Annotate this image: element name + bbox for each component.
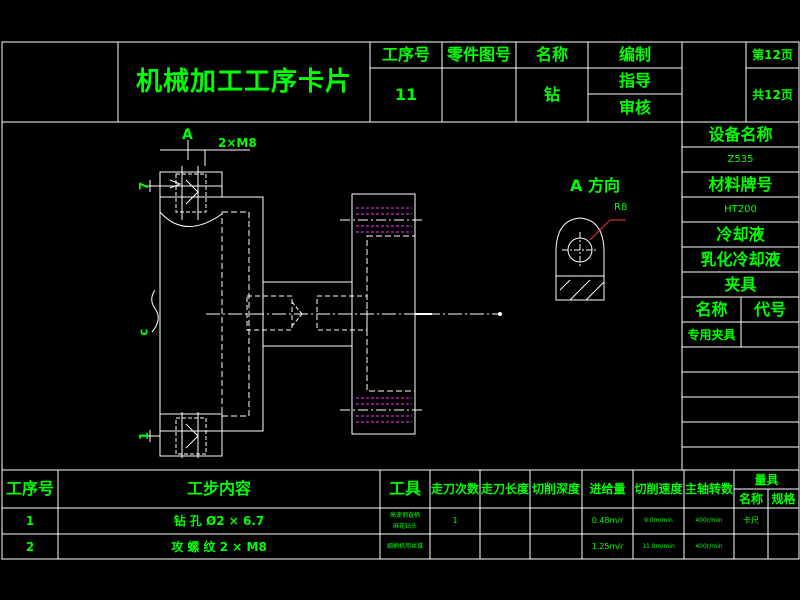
process-no-label: 工序号 — [381, 45, 430, 64]
view-direction-label: A 方向 — [570, 176, 620, 195]
part-drawing — [146, 140, 502, 458]
card-title: 机械加工工序卡片 — [135, 67, 352, 97]
col-cut-speed: 切削速度 — [634, 482, 683, 496]
col-gauge: 量具 — [754, 472, 779, 487]
col-gauge-spec: 规格 — [771, 491, 796, 506]
equipment-label: 设备名称 — [708, 124, 773, 144]
section-label-a: A — [182, 127, 193, 143]
coolant-value: 乳化冷却液 — [700, 249, 781, 269]
col-pass-length: 走刀长度 — [480, 482, 529, 496]
dim-bottom-label: 1 — [137, 431, 152, 441]
row1-step-no: 1 — [25, 514, 35, 528]
row2-cut-speed: 11.0m/min — [642, 542, 675, 550]
row2-content: 攻 螺 纹 2 × M8 — [171, 539, 267, 554]
fixture-name-value: 专用夹具 — [687, 327, 736, 342]
col-gauge-name: 名称 — [738, 491, 763, 506]
col-cut-depth: 切削深度 — [531, 482, 580, 496]
process-no-value: 11 — [394, 85, 418, 104]
row1-tool-line2: 麻花钻头 — [392, 522, 417, 530]
col-feed: 进给量 — [589, 482, 626, 496]
col-pass-count: 走刀次数 — [430, 482, 479, 496]
fixture-code-label: 代号 — [753, 299, 786, 319]
fixture-label: 夹具 — [724, 274, 757, 294]
guide-label: 指导 — [618, 71, 651, 90]
material-label: 材料牌号 — [708, 174, 773, 194]
row2-step-no: 2 — [25, 539, 35, 554]
name-label: 名称 — [535, 45, 568, 64]
row2-tool-line1: 细柄机用丝锥 — [386, 542, 423, 550]
row1-pass-count: 1 — [452, 516, 458, 525]
compiled-label: 编制 — [618, 45, 651, 64]
row1-spindle-speed: 400r/min — [695, 517, 723, 524]
row1-gauge-name: 卡尺 — [743, 516, 759, 525]
row1-tool-line1: 高速钢直柄 — [389, 511, 420, 519]
review-label: 审核 — [618, 98, 651, 117]
thread-label: 2×M8 — [218, 136, 257, 150]
hidden-thread-lines — [356, 207, 412, 423]
dim-top-label: 7 — [137, 181, 152, 191]
radius-label: R8 — [614, 202, 628, 213]
row1-content: 钻 孔 Ø2 × 6.7 — [173, 514, 265, 528]
col-spindle-speed: 主轴转数 — [684, 482, 733, 496]
dim-mid-label: c — [136, 328, 151, 336]
row1-cut-speed: 9.0m/min — [644, 517, 673, 524]
col-tool: 工具 — [388, 479, 421, 498]
page-total: 共12页 — [752, 88, 793, 102]
name-value: 钻 — [543, 85, 560, 104]
row2-feed: 1.25m/r — [591, 541, 624, 551]
material-value: HT200 — [724, 203, 757, 215]
row1-feed: 0.48m/r — [591, 516, 624, 525]
part-drawing-no-label: 零件图号 — [446, 45, 511, 64]
row2-spindle-speed: 400r/min — [695, 542, 723, 550]
col-step-no: 工序号 — [5, 479, 54, 498]
col-step-content: 工步内容 — [186, 479, 251, 498]
page-current: 第12页 — [752, 48, 793, 62]
equipment-value: Z535 — [727, 153, 754, 165]
view-a-direction — [555, 217, 605, 301]
fixture-name-label: 名称 — [695, 299, 728, 319]
coolant-label: 冷却液 — [716, 224, 765, 244]
